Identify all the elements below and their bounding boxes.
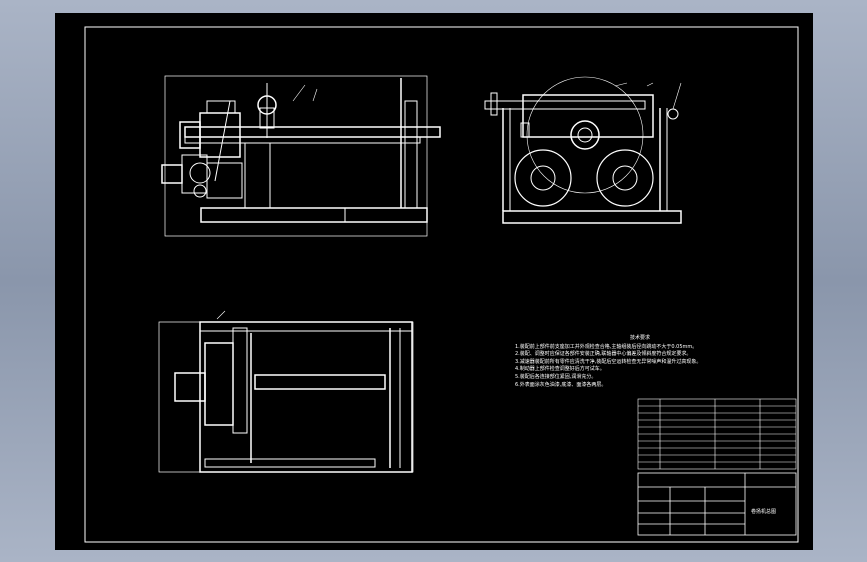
plan-view	[158, 310, 414, 473]
drawing-sheet: 技术要求 1.装配前上部件前支座加工并外观检查合格,主轴组装后径向跳动不大于0.…	[55, 13, 813, 550]
technical-requirements: 技术要求 1.装配前上部件前支座加工并外观检查合格,主轴组装后径向跳动不大于0.…	[515, 335, 765, 389]
tech-req-title: 技术要求	[629, 335, 650, 341]
drawing-border	[84, 26, 799, 543]
side-view	[484, 76, 682, 224]
tech-req-line: 4.制动器上部件检查调整好后方可试车。	[515, 366, 605, 373]
parts-list	[637, 398, 797, 470]
tech-req-line: 3.减速器装配前所有零件应清洗干净,装配后空运转检查无异常噪声和温升过高现象。	[515, 358, 702, 365]
drawing-title: 卷扬机总图	[751, 509, 777, 515]
tech-req-line: 6.外表面涂灰色油漆,底漆、面漆各两层。	[515, 381, 607, 388]
tech-req-line: 1.装配前上部件前支座加工并外观检查合格,主轴组装后径向跳动不大于0.05mm。	[515, 343, 698, 350]
cad-drawing	[84, 26, 799, 543]
tech-req-line: 5.装配后各连接部位紧固,润滑充分。	[515, 373, 597, 380]
front-view	[161, 75, 441, 237]
title-block	[637, 472, 797, 536]
tech-req-line: 2.装配、调整时应保证各部件安装正确,联轴器中心偏差及倾斜度符合规定要求。	[515, 351, 692, 358]
